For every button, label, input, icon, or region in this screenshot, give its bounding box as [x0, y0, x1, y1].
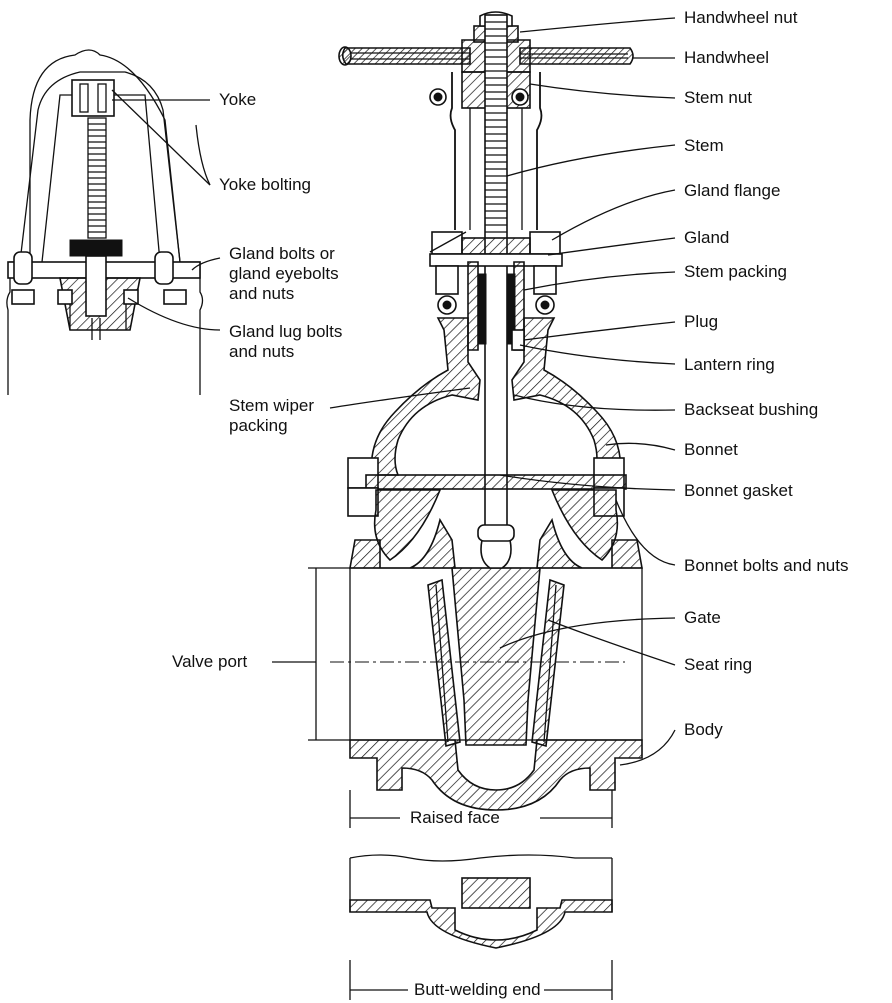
inset-stem	[85, 255, 107, 317]
plug	[511, 329, 525, 351]
label-body: Body	[684, 720, 723, 739]
stem	[484, 14, 508, 536]
gland-flange	[429, 253, 563, 267]
label-yoke: Yoke	[219, 90, 257, 109]
label-bonnet-bolts-and-nuts: Bonnet bolts and nuts	[684, 556, 849, 575]
label-stem-nut: Stem nut	[684, 88, 753, 107]
label-stem-wiper-packing: Stem wiper packing	[229, 396, 315, 435]
label-butt-welding-end: Butt-welding end	[414, 980, 541, 999]
label-handwheel-nut: Handwheel nut	[684, 8, 798, 27]
yoke-top-nut	[71, 79, 115, 117]
label-stem: Stem	[684, 136, 724, 155]
label-gland-bolts: Gland bolts or gland eyebolts and nuts	[229, 244, 339, 303]
yoke-inset	[6, 49, 204, 395]
label-gland-lug-bolts: Gland lug bolts and nuts	[229, 322, 343, 361]
inset-gland	[69, 239, 123, 257]
label-lantern-ring: Lantern ring	[684, 355, 775, 374]
label-bonnet-gasket: Bonnet gasket	[684, 481, 793, 500]
leader-lines	[111, 17, 676, 766]
label-raised-face: Raised face	[410, 808, 500, 827]
butt-welding-end	[349, 854, 613, 1000]
yoke	[429, 72, 543, 230]
seat-rings	[427, 578, 565, 748]
valve-port-dimension	[308, 567, 625, 741]
label-valve-port: Valve port	[172, 652, 248, 671]
inset-stem-thread	[87, 117, 107, 239]
valve-body	[349, 489, 643, 811]
label-bonnet: Bonnet	[684, 440, 738, 459]
bonnet	[347, 317, 627, 517]
label-backseat-bushing: Backseat bushing	[684, 400, 819, 419]
gate	[451, 524, 541, 746]
label-gland-flange: Gland flange	[684, 181, 781, 200]
label-gland: Gland	[684, 228, 730, 247]
label-yoke-bolting: Yoke bolting	[219, 175, 312, 194]
label-stem-packing: Stem packing	[684, 262, 787, 281]
label-plug: Plug	[684, 312, 719, 331]
raised-face-dimension	[349, 790, 613, 828]
label-gate: Gate	[684, 608, 721, 627]
label-seat-ring: Seat ring	[684, 655, 753, 674]
label-handwheel: Handwheel	[684, 48, 770, 67]
